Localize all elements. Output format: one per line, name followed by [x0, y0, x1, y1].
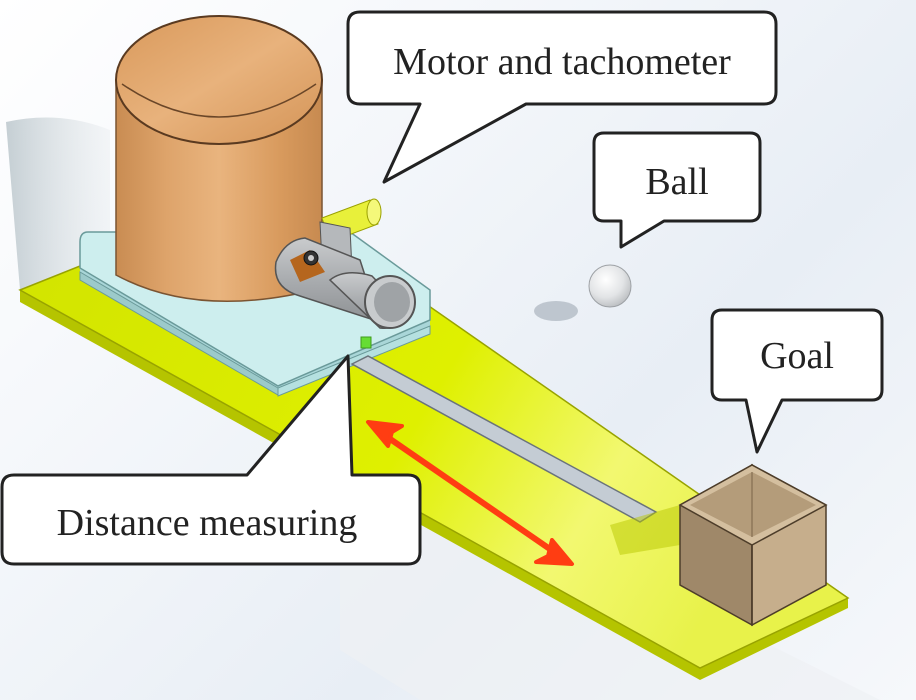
ball-shadow	[534, 301, 578, 321]
ball	[588, 264, 632, 308]
callout-distance: Distance measuring	[0, 354, 422, 566]
goal-box	[610, 463, 828, 627]
callout-motor: Motor and tachometer	[346, 10, 778, 184]
ball-hopper-cylinder	[115, 15, 323, 303]
distance-arrow	[366, 420, 574, 566]
callout-ball: Ball	[592, 131, 762, 249]
callout-ball-label: Ball	[645, 161, 708, 203]
callout-goal-label: Goal	[760, 335, 834, 377]
launcher-mechanism	[274, 221, 416, 329]
callout-distance-label: Distance measuring	[57, 502, 358, 544]
callout-motor-label: Motor and tachometer	[393, 41, 731, 83]
distance-sensor	[360, 336, 372, 349]
callout-goal: Goal	[710, 308, 884, 454]
board-front-edge	[20, 290, 848, 680]
